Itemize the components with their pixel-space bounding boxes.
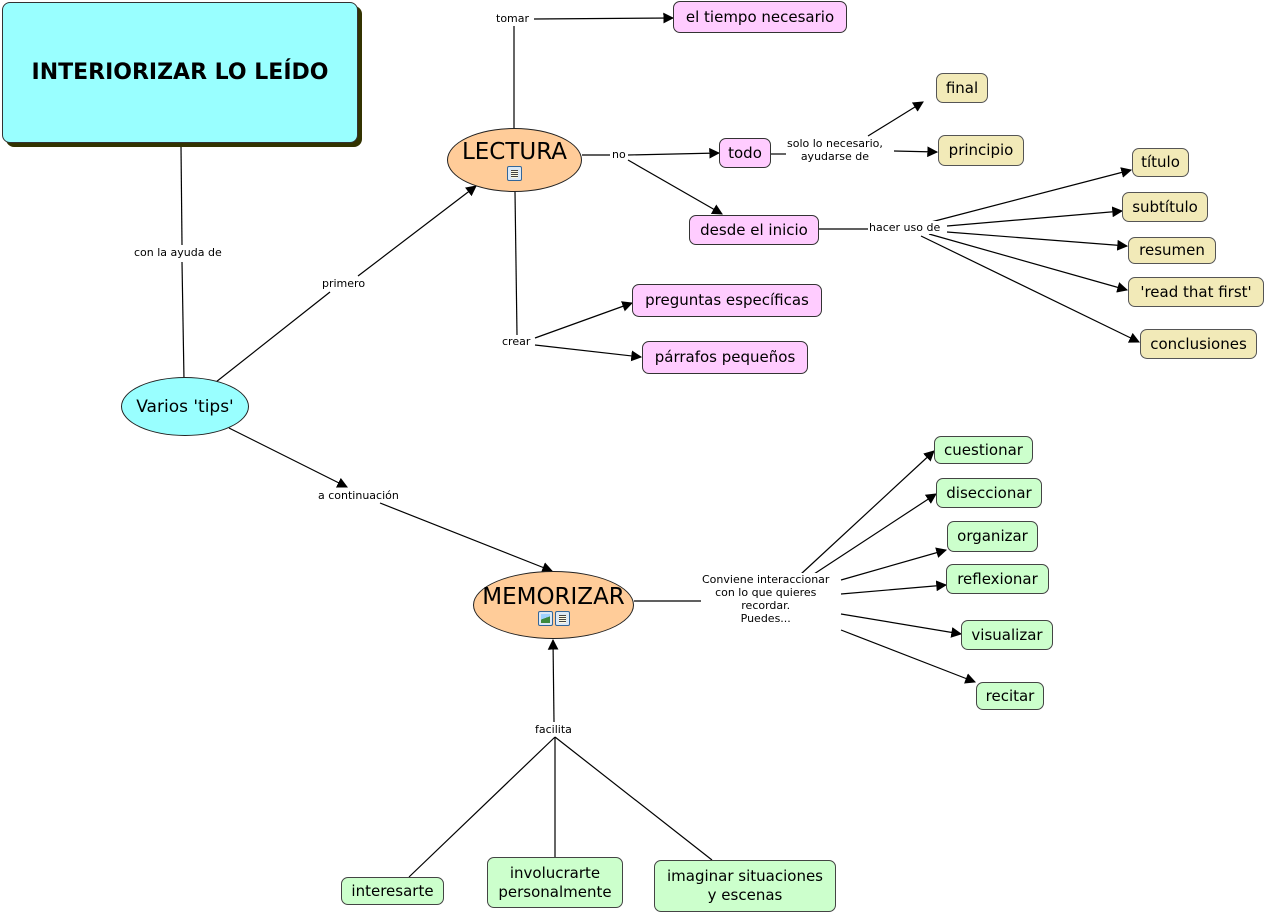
edge	[946, 206, 1124, 227]
concept-label: Varios 'tips'	[136, 396, 234, 417]
link-solo-lo-necesario[interactable]: solo lo necesario, ayudarse de	[786, 137, 884, 163]
concept-imaginar-situaciones[interactable]: imaginar situaciones y escenas	[654, 860, 836, 912]
concept-principio[interactable]: principio	[938, 135, 1024, 166]
concept-visualizar[interactable]: visualizar	[961, 620, 1053, 650]
edge	[928, 233, 1129, 293]
concept-memorizar[interactable]: MEMORIZAR	[473, 571, 634, 639]
link-facilita[interactable]: facilita	[534, 723, 573, 736]
edge	[379, 502, 554, 573]
link-primero[interactable]: primero	[321, 277, 367, 290]
link-con-la-ayuda-de[interactable]: con la ayuda de	[133, 246, 223, 259]
concept-tiempo-necesario[interactable]: el tiempo necesario	[673, 1, 847, 33]
concept-todo[interactable]: todo	[719, 138, 771, 168]
link-crear[interactable]: crear	[501, 335, 532, 348]
concept-resumen[interactable]: resumen	[1128, 237, 1216, 264]
concept-label: MEMORIZAR	[482, 584, 625, 610]
edge	[357, 185, 477, 277]
edge	[930, 167, 1133, 223]
edge	[946, 231, 1129, 251]
concept-titulo[interactable]: título	[1132, 148, 1189, 177]
edge	[533, 12, 675, 24]
edge	[228, 427, 348, 488]
edge	[534, 301, 634, 339]
concept-varios-tips[interactable]: Varios 'tips'	[121, 377, 249, 436]
edge	[554, 736, 713, 861]
edge	[920, 235, 1140, 343]
edge	[840, 580, 948, 595]
edge	[800, 450, 935, 575]
edge	[408, 736, 556, 878]
concept-involucrarte-personalmente[interactable]: involucrarte personalmente	[487, 857, 623, 908]
concept-desde-el-inicio[interactable]: desde el inicio	[689, 215, 819, 245]
edge	[215, 291, 331, 383]
edge	[534, 344, 643, 362]
edge	[180, 145, 183, 246]
concept-read-that-first[interactable]: 'read that first'	[1128, 277, 1264, 307]
concept-diseccionar[interactable]: diseccionar	[936, 478, 1042, 508]
concept-organizar[interactable]: organizar	[947, 521, 1038, 552]
concept-recitar[interactable]: recitar	[976, 682, 1044, 710]
link-hacer-uso-de[interactable]: hacer uso de	[868, 221, 942, 234]
document-icon[interactable]	[554, 611, 570, 626]
concept-final[interactable]: final	[936, 73, 988, 103]
concept-parrafos-pequenos[interactable]: párrafos pequeños	[642, 341, 808, 374]
edge	[840, 547, 948, 581]
document-icon[interactable]	[507, 166, 522, 181]
edge	[627, 159, 723, 215]
edge	[893, 146, 939, 158]
edge	[813, 493, 937, 575]
edge	[514, 191, 518, 336]
concept-interesarte[interactable]: interesarte	[341, 877, 444, 905]
concept-conclusiones[interactable]: conclusiones	[1140, 329, 1257, 359]
concept-reflexionar[interactable]: reflexionar	[946, 564, 1049, 594]
concept-subtitulo[interactable]: subtítulo	[1122, 192, 1208, 222]
edge	[867, 101, 924, 137]
edge	[627, 147, 721, 159]
concept-lectura[interactable]: LECTURA	[447, 128, 582, 192]
link-conviene-interaccionar[interactable]: Conviene interaccionar con lo que quiere…	[701, 573, 831, 625]
concept-preguntas-especificas[interactable]: preguntas específicas	[632, 284, 822, 317]
image-icon[interactable]	[537, 611, 553, 626]
link-tomar[interactable]: tomar	[495, 12, 531, 25]
link-no[interactable]: no	[611, 148, 627, 161]
edge	[840, 613, 963, 638]
link-a-continuacion[interactable]: a continuación	[317, 489, 400, 502]
edge	[181, 261, 185, 381]
concept-cuestionar[interactable]: cuestionar	[934, 436, 1033, 464]
edge	[547, 638, 559, 723]
main-title-concept[interactable]: INTERIORIZAR LO LEÍDO	[2, 2, 358, 143]
concept-label: LECTURA	[461, 139, 568, 165]
edge	[840, 629, 977, 684]
